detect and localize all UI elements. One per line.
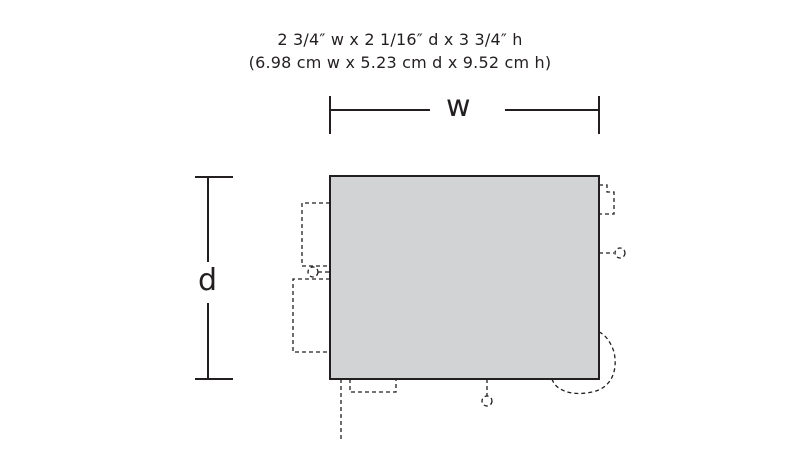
left-upper-accessory [301,202,330,267]
dimensions-imperial: 2 3/4″ w x 2 1/16″ d x 3 3/4″ h [277,30,523,49]
width-dimension-line [329,96,600,134]
bottom-small-box [349,379,397,393]
bottom-center-circle [481,395,493,407]
right-small-circle [614,247,626,259]
right-upper-box [599,184,615,215]
depth-dimension-line [195,176,233,380]
width-label: w [446,89,471,124]
depth-label: d [198,263,218,298]
bottom-right-curve [551,331,616,395]
accessory-outlines [292,184,626,440]
left-lower-accessory [292,278,330,353]
building-footprint [329,175,600,380]
left-small-circle [307,266,319,278]
dimensions-metric: (6.98 cm w x 5.23 cm d x 9.52 cm h) [248,53,552,72]
